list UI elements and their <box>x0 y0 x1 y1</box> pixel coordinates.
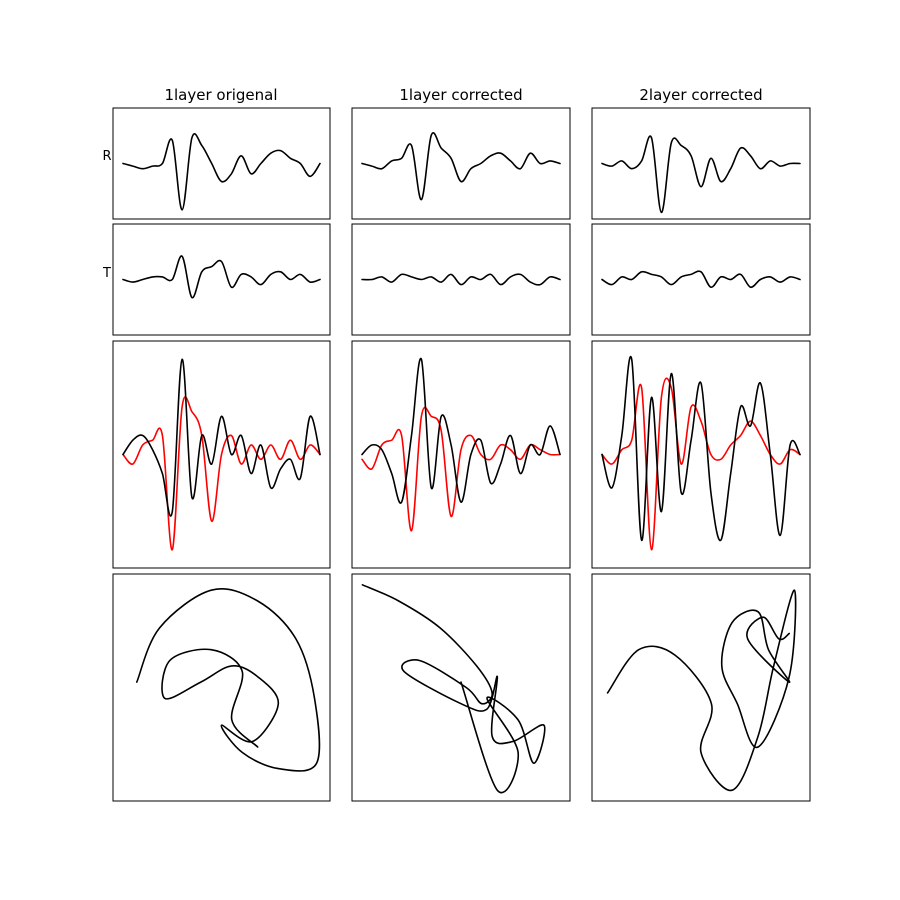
black-trace-col1 <box>122 358 321 517</box>
red-trace-col2 <box>361 406 561 532</box>
t-component-trace-col3 <box>601 270 801 289</box>
subplot-r3-col2 <box>351 340 571 569</box>
subplot-frame <box>112 223 331 336</box>
subplot-frame <box>351 107 571 220</box>
column-title-3: 2layer corrected <box>639 86 762 104</box>
subplot-r4-col2 <box>351 573 571 802</box>
row-label-t: T <box>102 266 111 281</box>
t-component-trace-col2 <box>361 273 561 286</box>
subplot-frame <box>351 573 571 802</box>
r-component-trace-col1 <box>122 133 321 211</box>
black-trace-col3 <box>601 355 801 542</box>
t-component-trace-col1 <box>122 255 321 299</box>
subplot-frame <box>351 340 571 569</box>
subplot-r2-col1 <box>112 223 331 336</box>
subplot-frame <box>112 573 331 802</box>
red-trace-col1 <box>122 396 321 551</box>
row-label-r: R <box>102 149 111 164</box>
r-component-trace-col2 <box>361 132 561 201</box>
particle-motion-curve-col1 <box>136 588 321 772</box>
subplot-grid <box>112 107 811 802</box>
subplot-r4-col3 <box>591 573 811 802</box>
subplot-r3-col3 <box>591 340 811 569</box>
subplot-r4-col1 <box>112 573 331 802</box>
column-title-1: 1layer origenal <box>164 86 277 104</box>
subplot-frame <box>591 223 811 336</box>
subplot-r1-col2 <box>351 107 571 220</box>
black-trace-col2 <box>361 357 561 504</box>
column-title-2: 1layer corrected <box>399 86 522 104</box>
r-component-trace-col3 <box>601 135 801 214</box>
red-trace-col3 <box>601 377 801 551</box>
subplot-r2-col3 <box>591 223 811 336</box>
particle-motion-curve-col3 <box>606 589 797 792</box>
subplot-frame <box>351 223 571 336</box>
particle-motion-curve-col2 <box>361 584 546 794</box>
subplot-r2-col2 <box>351 223 571 336</box>
subplot-r3-col1 <box>112 340 331 569</box>
subplot-r1-col1 <box>112 107 331 220</box>
subplot-frame <box>112 107 331 220</box>
subplot-frame <box>591 340 811 569</box>
subplot-r1-col3 <box>591 107 811 220</box>
subplot-frame <box>591 107 811 220</box>
subplot-frame <box>591 573 811 802</box>
